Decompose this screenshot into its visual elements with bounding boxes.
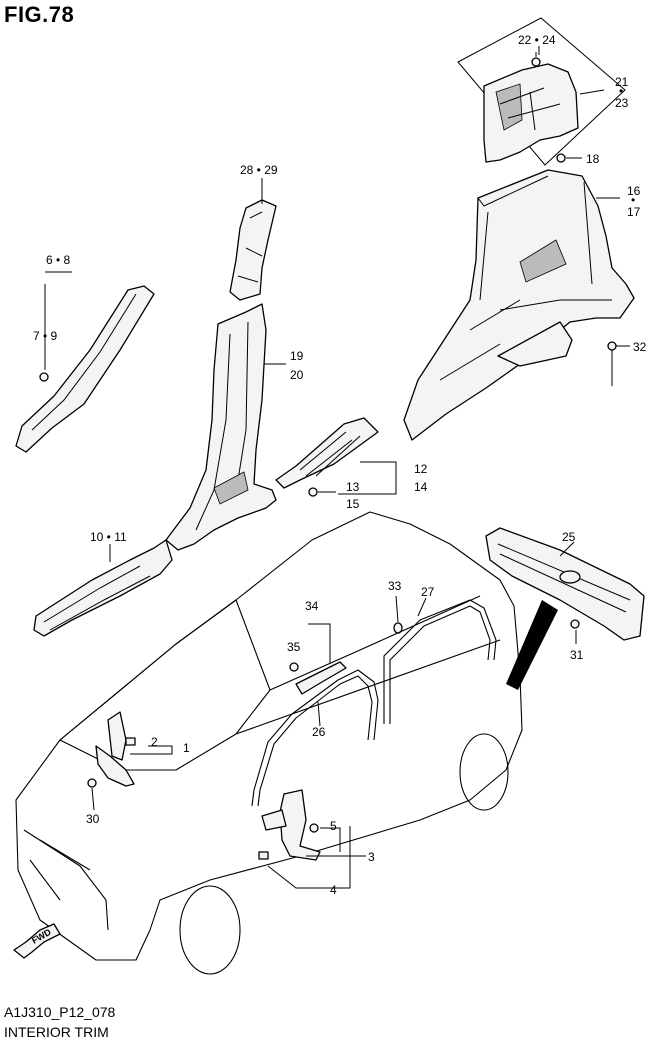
label-4: 4 bbox=[330, 883, 337, 897]
pointer-wedge bbox=[506, 600, 558, 690]
label-33: 33 bbox=[388, 579, 402, 593]
clip-35-icon bbox=[289, 662, 299, 672]
label-15: 15 bbox=[346, 497, 360, 511]
clip-13-15-icon bbox=[308, 487, 318, 497]
label-7-9: 7 • 9 bbox=[33, 329, 58, 343]
part-12-14-rear-sill-plate[interactable] bbox=[275, 417, 379, 489]
label-27: 27 bbox=[421, 585, 435, 599]
label-32: 32 bbox=[633, 340, 647, 354]
label-25: 25 bbox=[562, 530, 576, 544]
label-35: 35 bbox=[287, 640, 301, 654]
part-28-29-pillar-trim[interactable] bbox=[229, 199, 277, 301]
label-28-29: 28 • 29 bbox=[240, 163, 278, 177]
figure-title: FIG.78 bbox=[4, 2, 75, 27]
label-13: 13 bbox=[346, 480, 360, 494]
clip-4-icon bbox=[258, 851, 269, 860]
clip-30-icon bbox=[87, 778, 97, 788]
label-16: 16 bbox=[627, 184, 641, 198]
part-6-8-front-pillar-garnish[interactable] bbox=[15, 285, 155, 453]
leader-lines bbox=[44, 46, 630, 889]
clip-7-9-icon bbox=[39, 372, 49, 382]
part-25-rear-end-trim[interactable] bbox=[485, 527, 645, 641]
clip-5-icon bbox=[309, 823, 319, 833]
label-23: 23 bbox=[615, 96, 629, 110]
label-10-11: 10 • 11 bbox=[90, 530, 127, 544]
label-21: 21 bbox=[615, 75, 629, 89]
part-labels: 22 • 24 21 • 23 18 16 • 17 28 • 29 6 • 8… bbox=[33, 33, 647, 897]
label-16-dot: • bbox=[631, 193, 635, 207]
label-31: 31 bbox=[570, 648, 584, 662]
label-21-dot: • bbox=[619, 84, 623, 98]
label-30: 30 bbox=[86, 812, 100, 826]
clip-31-icon bbox=[570, 619, 580, 629]
inset-box-group bbox=[457, 17, 626, 166]
part-3-4-lower-bracket[interactable] bbox=[261, 789, 321, 861]
part-19-20-center-pillar-trim[interactable] bbox=[165, 303, 277, 551]
label-26: 26 bbox=[312, 725, 326, 739]
part-34-assist-grip[interactable] bbox=[295, 661, 347, 695]
clip-32-icon bbox=[607, 341, 617, 351]
label-14: 14 bbox=[414, 480, 428, 494]
label-6-8: 6 • 8 bbox=[46, 253, 71, 267]
clip-22-24-icon bbox=[531, 52, 541, 67]
label-3: 3 bbox=[368, 850, 375, 864]
part-16-17-quarter-trim[interactable] bbox=[403, 169, 635, 441]
diagram-code: A1J310_P12_078 bbox=[4, 1004, 116, 1020]
part-10-11-front-sill-plate[interactable] bbox=[33, 539, 173, 637]
vehicle-outline bbox=[15, 511, 523, 975]
label-20: 20 bbox=[290, 368, 304, 382]
label-34: 34 bbox=[305, 599, 319, 613]
fwd-arrow-icon: FWD bbox=[13, 923, 61, 959]
label-19: 19 bbox=[290, 349, 304, 363]
label-5: 5 bbox=[330, 819, 337, 833]
label-2: 2 bbox=[151, 735, 158, 749]
label-1: 1 bbox=[183, 741, 190, 755]
label-12: 12 bbox=[414, 462, 428, 476]
label-18: 18 bbox=[586, 152, 600, 166]
label-17: 17 bbox=[627, 205, 641, 219]
part-27-door-weatherstrip[interactable] bbox=[383, 599, 497, 724]
part-26-door-weatherstrip[interactable] bbox=[251, 669, 379, 807]
part-21-23-upper-quarter-trim[interactable] bbox=[483, 63, 579, 163]
part-1-2-dash-bracket[interactable] bbox=[95, 711, 135, 787]
clip-2-icon bbox=[125, 737, 136, 746]
label-22-24: 22 • 24 bbox=[518, 33, 556, 47]
diagram-caption: INTERIOR TRIM bbox=[4, 1024, 109, 1040]
